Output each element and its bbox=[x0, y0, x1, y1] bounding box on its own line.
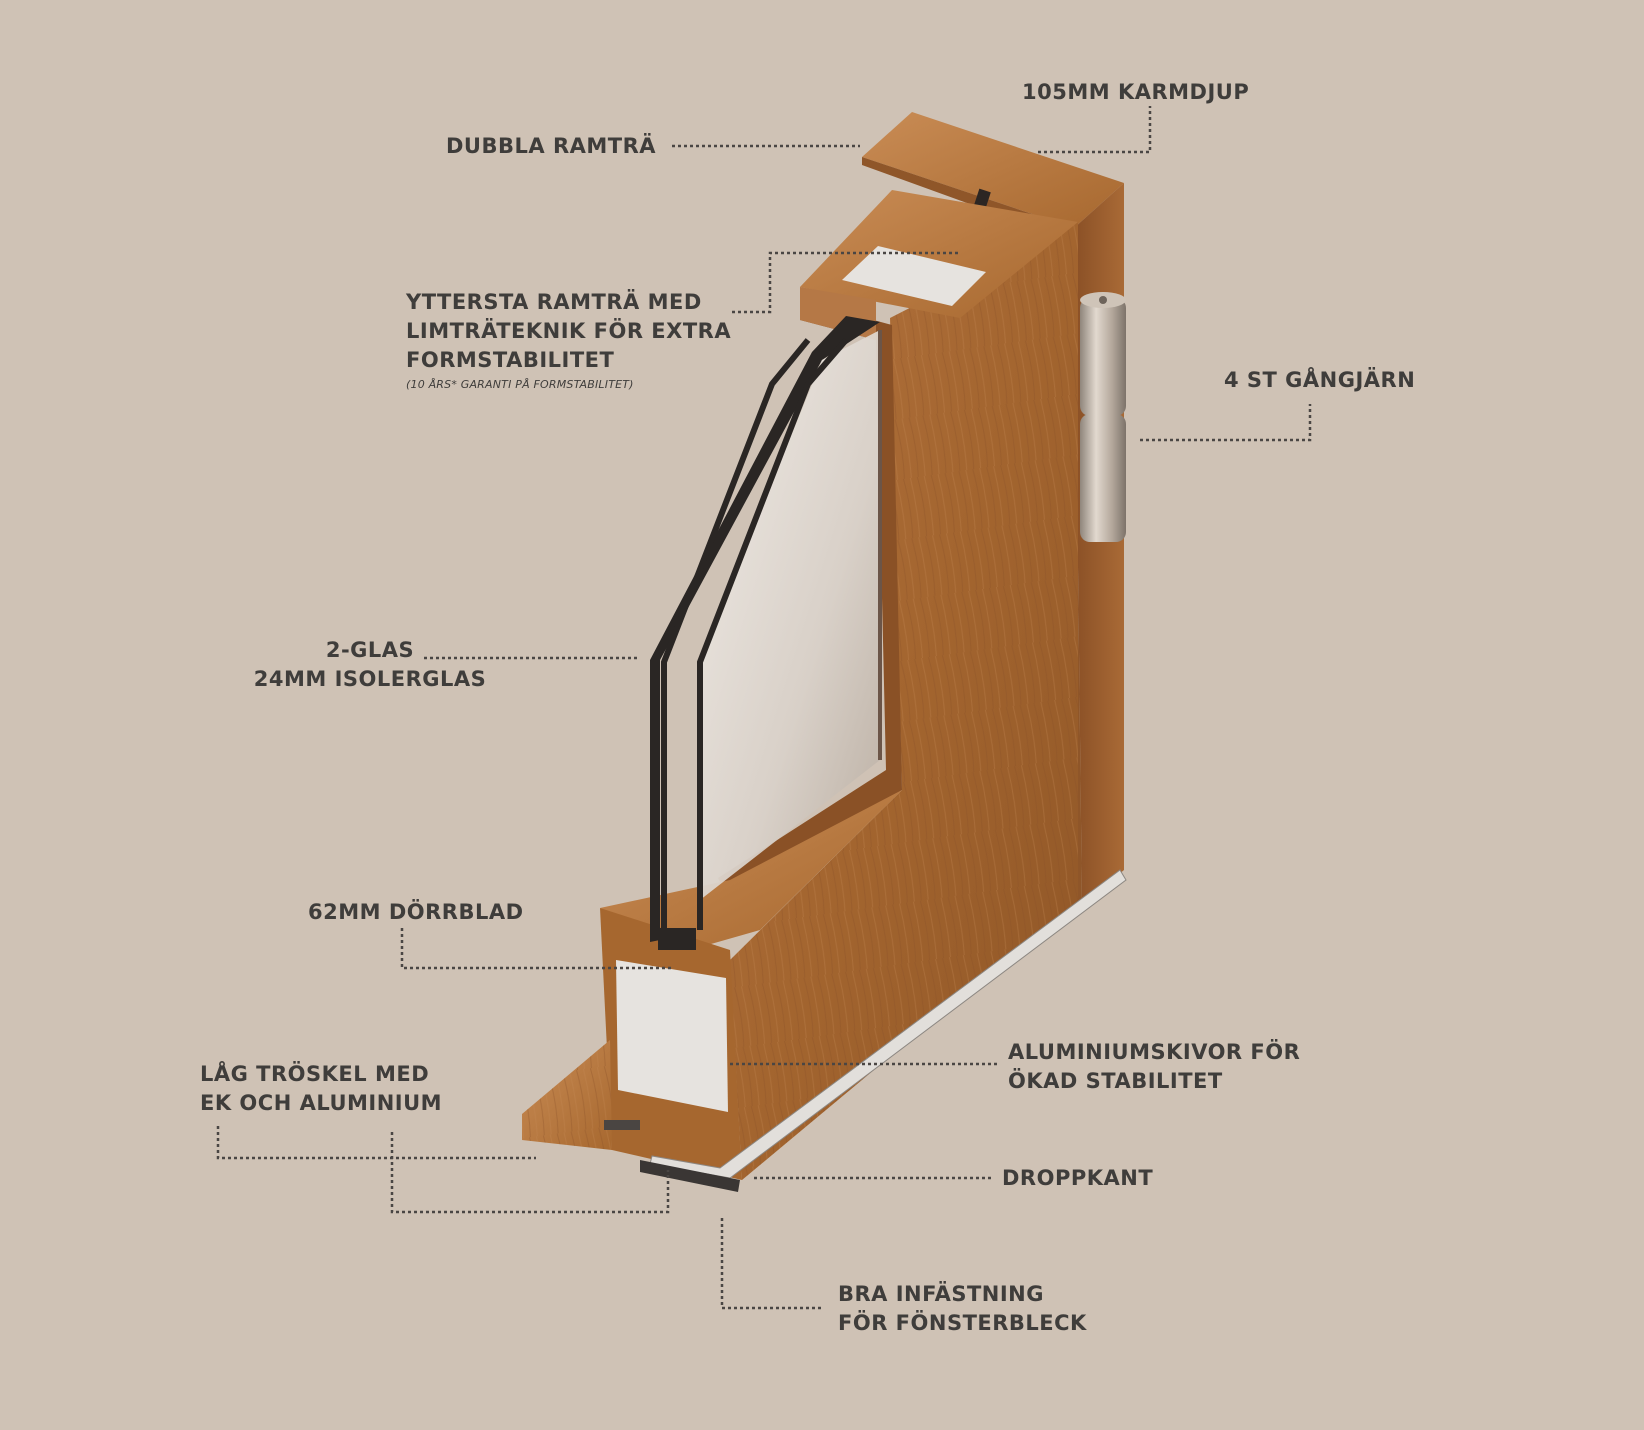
drip-edge-profile bbox=[640, 1160, 740, 1192]
label-aluminium-line-1: ALUMINIUMSKIVOR FÖR bbox=[1008, 1040, 1301, 1064]
leader-flashing bbox=[720, 1218, 824, 1310]
label-flashing-line-1: BRA INFÄSTNING bbox=[838, 1282, 1044, 1306]
threshold-seal bbox=[604, 1120, 640, 1130]
label-drip-edge-text: DROPPKANT bbox=[1002, 1166, 1154, 1190]
label-threshold-line-2: EK OCH ALUMINIUM bbox=[200, 1091, 443, 1115]
leader-hinges bbox=[1140, 404, 1312, 442]
label-frame-depth-text: 105MM KARMDJUP bbox=[1022, 80, 1250, 104]
label-flashing: BRA INFÄSTNING FÖR FÖNSTERBLECK bbox=[838, 1280, 1087, 1338]
label-glass-line-1: 2-GLAS bbox=[325, 638, 415, 662]
leader-door-leaf bbox=[400, 928, 672, 970]
leaf-top-insulation bbox=[842, 246, 986, 306]
threshold bbox=[522, 869, 1127, 1192]
label-outer-frame-line-3: FORMSTABILITET bbox=[406, 348, 615, 372]
leader-frame-depth bbox=[1038, 106, 1152, 154]
label-door-leaf-text: 62MM DÖRRBLAD bbox=[308, 900, 524, 924]
label-outer-frame-note: (10 ÅRS* GARANTI PÅ FORMSTABILITET) bbox=[406, 378, 634, 391]
label-outer-frame: YTTERSTA RAMTRÄ MED LIMTRÄTEKNIK FÖR EXT… bbox=[406, 288, 731, 393]
leaf-bottom-insulation bbox=[616, 960, 728, 1112]
label-double-frame-text: DUBBLA RAMTRÄ bbox=[446, 134, 657, 158]
leader-threshold-2 bbox=[390, 1132, 670, 1214]
label-double-frame: DUBBLA RAMTRÄ bbox=[446, 132, 656, 161]
label-outer-frame-line-1: YTTERSTA RAMTRÄ MED bbox=[406, 290, 702, 314]
label-glass: 2-GLAS 24MM ISOLERGLAS bbox=[250, 636, 490, 694]
glass-spacer bbox=[658, 928, 696, 950]
label-aluminium-plates: ALUMINIUMSKIVOR FÖR ÖKAD STABILITET bbox=[1008, 1038, 1300, 1096]
label-hinges: 4 ST GÅNGJÄRN bbox=[1224, 366, 1415, 395]
label-hinges-text: 4 ST GÅNGJÄRN bbox=[1224, 368, 1416, 392]
leader-lines bbox=[216, 106, 1312, 1310]
leader-threshold-1 bbox=[216, 1126, 536, 1160]
label-aluminium-line-2: ÖKAD STABILITET bbox=[1008, 1069, 1223, 1093]
label-glass-line-2: 24MM ISOLERGLAS bbox=[253, 667, 487, 691]
frame-top-face bbox=[862, 112, 1124, 228]
hinge-lower bbox=[1080, 414, 1126, 542]
door-leaf bbox=[600, 190, 1078, 1180]
glass-pane-fill bbox=[700, 330, 880, 900]
hinge-upper bbox=[1080, 298, 1126, 416]
leaf-inner-rebate bbox=[718, 300, 902, 900]
glass-unit bbox=[650, 316, 882, 950]
label-door-leaf: 62MM DÖRRBLAD bbox=[308, 898, 524, 927]
hinges bbox=[1080, 292, 1126, 542]
leaf-bottom-rail bbox=[600, 790, 902, 950]
label-threshold-line-1: LÅG TRÖSKEL MED bbox=[200, 1062, 430, 1086]
label-drip-edge: DROPPKANT bbox=[1002, 1164, 1153, 1193]
label-threshold: LÅG TRÖSKEL MED EK OCH ALUMINIUM bbox=[200, 1060, 442, 1118]
leader-outer-frame bbox=[732, 251, 960, 314]
label-outer-frame-line-2: LIMTRÄTEKNIK FÖR EXTRA bbox=[406, 319, 732, 343]
label-flashing-line-2: FÖR FÖNSTERBLECK bbox=[838, 1311, 1087, 1335]
label-frame-depth: 105MM KARMDJUP bbox=[1022, 78, 1249, 107]
frame-front-face bbox=[1074, 183, 1124, 905]
